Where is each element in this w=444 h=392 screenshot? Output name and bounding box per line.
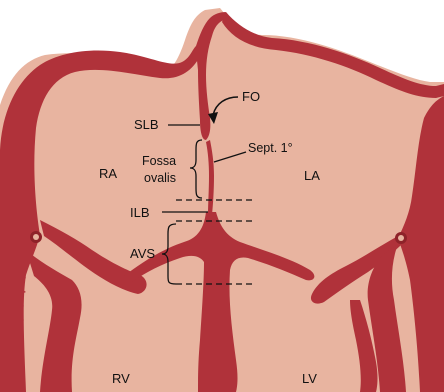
label-ilb: ILB [130, 205, 150, 220]
label-fossa-line2: ovalis [144, 171, 176, 185]
label-fo: FO [242, 89, 260, 104]
label-rv: RV [112, 371, 130, 386]
label-lv: LV [302, 371, 317, 386]
left-circumflex-lumen [398, 235, 404, 241]
right-coronary-lumen [33, 234, 39, 240]
label-ra: RA [99, 166, 117, 181]
label-slb: SLB [134, 117, 159, 132]
label-la: LA [304, 168, 320, 183]
label-avs: AVS [130, 246, 155, 261]
label-fossa-line1: Fossa [142, 154, 176, 168]
label-sept: Sept. 1° [248, 141, 293, 155]
